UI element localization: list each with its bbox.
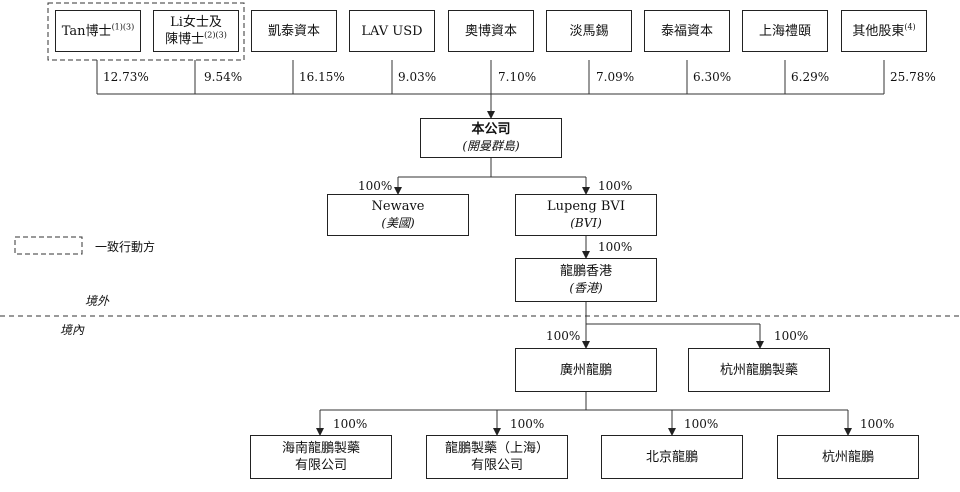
concert-party-group-border: [47, 2, 245, 61]
onshore-label: 境內: [60, 323, 85, 337]
lupeng-bvi-percent: 100%: [598, 179, 633, 193]
subsidiary-name-line2: 有限公司: [294, 458, 347, 473]
footnote-ref: (4): [904, 22, 916, 32]
legend-label: 一致行動方: [95, 240, 156, 254]
shareholder-box-taifu: 泰福資本: [644, 10, 730, 52]
legend-swatch: [14, 236, 83, 255]
subsidiary-box-beijing: 北京龍鵬: [601, 435, 743, 479]
shareholder-name: 淡馬錫: [569, 23, 609, 39]
shareholder-box-others: 其他股東(4): [841, 10, 927, 52]
shareholder-name: Li女士及: [170, 15, 222, 30]
subsidiary-name-line2: 有限公司: [470, 458, 523, 473]
shareholder-name: 上海禮頤: [758, 23, 811, 39]
shareholding-percent: 25.78%: [890, 70, 936, 84]
subsidiary-percent: 100%: [333, 417, 368, 431]
subsidiary-box-hainan: 海南龍鵬製藥 有限公司: [250, 435, 392, 479]
guangzhou-box: 廣州龍鵬: [515, 348, 657, 392]
lupeng-hk-percent: 100%: [598, 240, 633, 254]
subsidiary-name: 北京龍鵬: [645, 449, 698, 465]
subsidiary-percent: 100%: [684, 417, 719, 431]
company-name: 本公司: [471, 122, 511, 137]
shareholder-box-lav-usd: LAV USD: [349, 10, 435, 52]
shareholder-name: LAV USD: [361, 23, 423, 39]
hangzhou-pharma-name: 杭州龍鵬製藥: [719, 362, 798, 378]
shareholding-percent: 6.29%: [791, 70, 830, 84]
subsidiary-box-shanghai: 龍鵬製藥（上海） 有限公司: [426, 435, 568, 479]
lupeng-hk-jurisdiction: (香港): [569, 281, 603, 295]
newave-jurisdiction: (美國): [381, 216, 415, 230]
shareholder-name: Tan博士: [61, 23, 112, 39]
subsidiary-box-hangzhou: 杭州龍鵬: [777, 435, 919, 479]
lupeng-bvi-name: Lupeng BVI: [547, 199, 625, 214]
newave-box: Newave (美國): [327, 194, 469, 236]
shareholder-box-li-chen: Li女士及 陳博士(2)(3): [153, 10, 239, 52]
subsidiary-percent: 100%: [860, 417, 895, 431]
shareholding-percent: 16.15%: [299, 70, 345, 84]
hangzhou-pharma-percent: 100%: [774, 329, 809, 343]
lupeng-hk-box: 龍鵬香港 (香港): [515, 258, 657, 302]
guangzhou-name: 廣州龍鵬: [559, 362, 612, 378]
shareholder-name: 奧博資本: [464, 23, 517, 39]
offshore-label: 境外: [85, 294, 110, 308]
shareholding-percent: 6.30%: [693, 70, 732, 84]
shareholder-box-orbimed: 奧博資本: [448, 10, 534, 52]
hangzhou-pharma-box: 杭州龍鵬製藥: [688, 348, 830, 392]
shareholding-percent: 9.54%: [204, 70, 243, 84]
shareholder-box-temasek: 淡馬錫: [546, 10, 632, 52]
shareholder-name-line2: 陳博士: [165, 32, 205, 47]
subsidiary-name: 海南龍鵬製藥: [281, 441, 360, 456]
lupeng-bvi-box: Lupeng BVI (BVI): [515, 194, 657, 236]
guangzhou-percent: 100%: [546, 329, 581, 343]
shareholding-percent: 9.03%: [398, 70, 437, 84]
footnote-ref: (2)(3): [204, 30, 227, 40]
shareholding-percent: 7.10%: [498, 70, 537, 84]
shareholding-percent: 12.73%: [103, 70, 149, 84]
shareholder-box-kaitai: 凱泰資本: [251, 10, 337, 52]
subsidiary-name: 杭州龍鵬: [821, 449, 874, 465]
shareholder-box-shanghai-liyi: 上海禮頤: [742, 10, 828, 52]
shareholder-name: 泰福資本: [660, 23, 713, 39]
footnote-ref: (1)(3): [111, 22, 135, 32]
company-box: 本公司 (開曼群島): [420, 118, 562, 158]
newave-percent: 100%: [358, 179, 393, 193]
subsidiary-name: 龍鵬製藥（上海）: [444, 441, 549, 456]
shareholder-box-tan: Tan博士(1)(3): [55, 10, 141, 52]
shareholder-name: 其他股東: [852, 23, 905, 39]
company-jurisdiction: (開曼群島): [462, 139, 520, 153]
shareholding-percent: 7.09%: [596, 70, 635, 84]
lupeng-hk-name: 龍鵬香港: [559, 264, 612, 279]
shareholder-name: 凱泰資本: [267, 23, 320, 39]
newave-name: Newave: [371, 199, 425, 214]
lupeng-bvi-jurisdiction: (BVI): [570, 216, 602, 230]
subsidiary-percent: 100%: [510, 417, 545, 431]
